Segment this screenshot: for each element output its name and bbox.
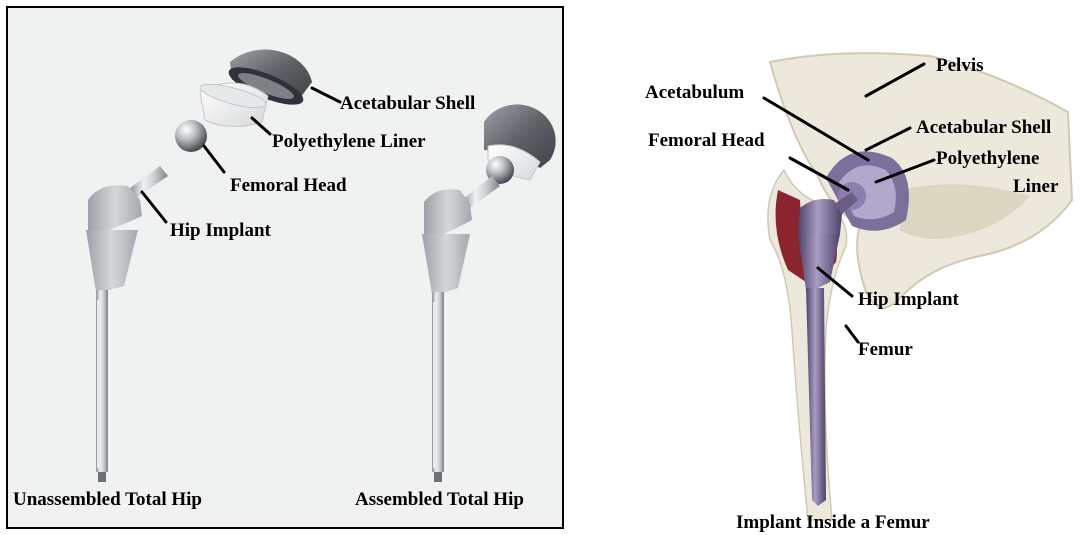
label-femoral-head-right: Femoral Head	[648, 130, 765, 151]
unassembled-femoral-head	[175, 120, 207, 152]
label-polyethylene-line1: Polyethylene	[936, 148, 1039, 169]
label-hip-implant-right: Hip Implant	[858, 289, 960, 310]
label-polyethylene-liner: Polyethylene Liner	[272, 131, 426, 152]
label-pelvis: Pelvis	[936, 55, 984, 76]
label-femoral-head: Femoral Head	[230, 175, 347, 196]
caption-unassembled: Unassembled Total Hip	[13, 489, 202, 510]
label-acetabular-shell: Acetabular Shell	[340, 93, 475, 114]
caption-implant-inside-femur: Implant Inside a Femur	[736, 512, 930, 533]
leader-femur	[846, 326, 858, 342]
label-femur: Femur	[858, 339, 913, 360]
label-acetabular-shell-right: Acetabular Shell	[916, 117, 1051, 138]
left-panel: Acetabular Shell Polyethylene Liner Femo…	[7, 7, 563, 528]
label-polyethylene-line2: Liner	[1013, 176, 1059, 197]
caption-assembled: Assembled Total Hip	[355, 489, 524, 510]
right-panel: Pelvis Acetabulum Acetabular Shell Femor…	[645, 53, 1072, 533]
label-acetabulum: Acetabulum	[645, 82, 744, 103]
label-hip-implant: Hip Implant	[170, 220, 272, 241]
